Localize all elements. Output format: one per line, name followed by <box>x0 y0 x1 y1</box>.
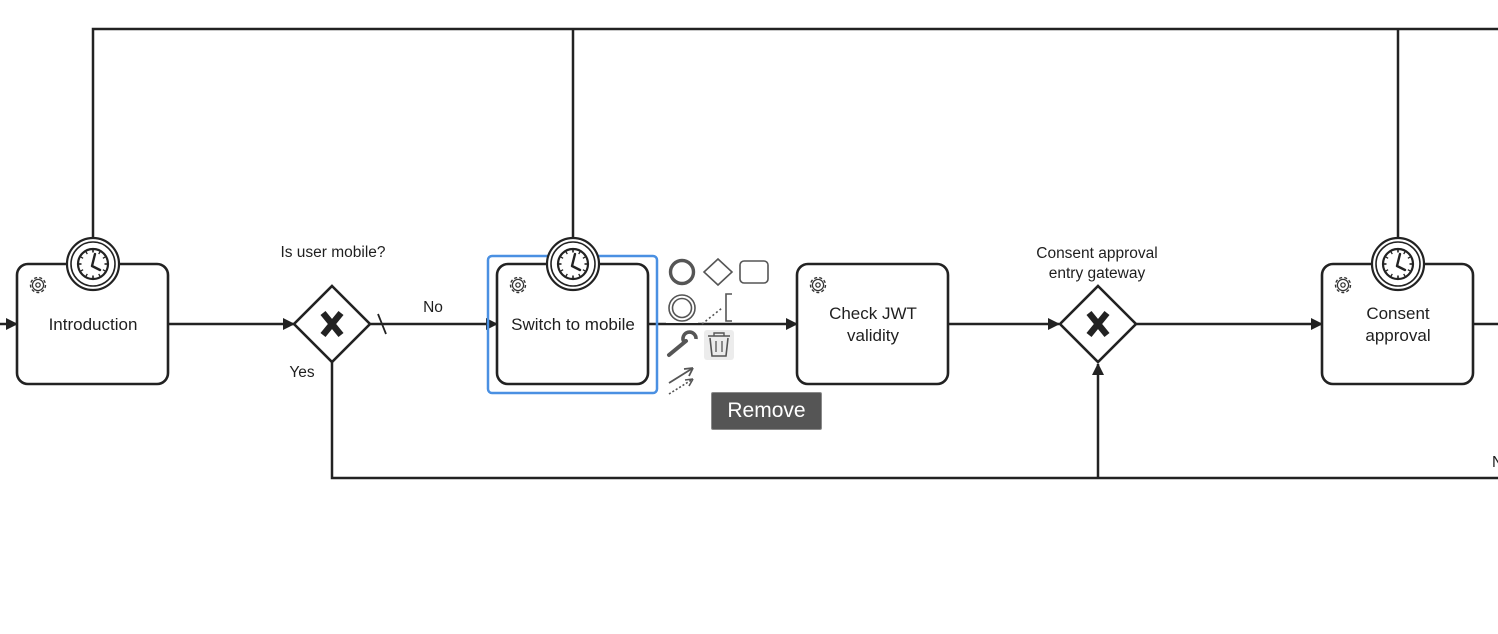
append-gateway-icon[interactable] <box>702 257 734 287</box>
delete-trash-icon[interactable] <box>704 330 734 360</box>
append-end-event-icon[interactable] <box>666 258 698 288</box>
flow-label-no: No <box>423 299 443 316</box>
yes-sequence-flow[interactable] <box>330 362 1498 480</box>
timer-boundary-event-icon[interactable] <box>65 236 121 292</box>
gateway-label: Is user mobile? <box>280 244 385 261</box>
append-intermediate-event-icon[interactable] <box>666 293 698 323</box>
task-label: Introduction <box>49 315 138 334</box>
top-loop-flows[interactable] <box>91 27 1498 238</box>
remove-tooltip: Remove <box>711 392 822 430</box>
change-type-wrench-icon[interactable] <box>666 330 700 361</box>
connect-arrow-icon[interactable] <box>666 366 698 396</box>
append-text-annotation-icon[interactable] <box>701 293 732 325</box>
flow-label-yes: Yes <box>289 364 315 381</box>
gateway-label-line2: entry gateway <box>1049 265 1146 282</box>
timer-boundary-event-icon[interactable] <box>545 236 601 292</box>
task-label-line1: Consent <box>1366 304 1430 323</box>
gateway-label-line1: Consent approval <box>1036 245 1158 262</box>
append-task-icon[interactable] <box>739 260 769 284</box>
task-introduction[interactable]: Introduction <box>15 262 170 386</box>
task-check-jwt-validity[interactable]: Check JWT validity <box>795 262 950 386</box>
default-flow-marker <box>377 313 387 335</box>
main-sequence-flows[interactable] <box>0 313 1498 335</box>
context-pad <box>666 257 769 396</box>
flow-label-cut: N <box>1492 454 1498 471</box>
task-label-line1: Check JWT <box>829 304 917 323</box>
timer-boundary-event-icon[interactable] <box>1370 236 1426 292</box>
gateway-is-user-mobile[interactable] <box>292 284 372 364</box>
task-label: Switch to mobile <box>511 315 635 334</box>
task-label-line2: approval <box>1365 326 1430 345</box>
task-label-line2: validity <box>847 326 899 345</box>
gateway-consent-approval-entry[interactable] <box>1058 284 1138 364</box>
